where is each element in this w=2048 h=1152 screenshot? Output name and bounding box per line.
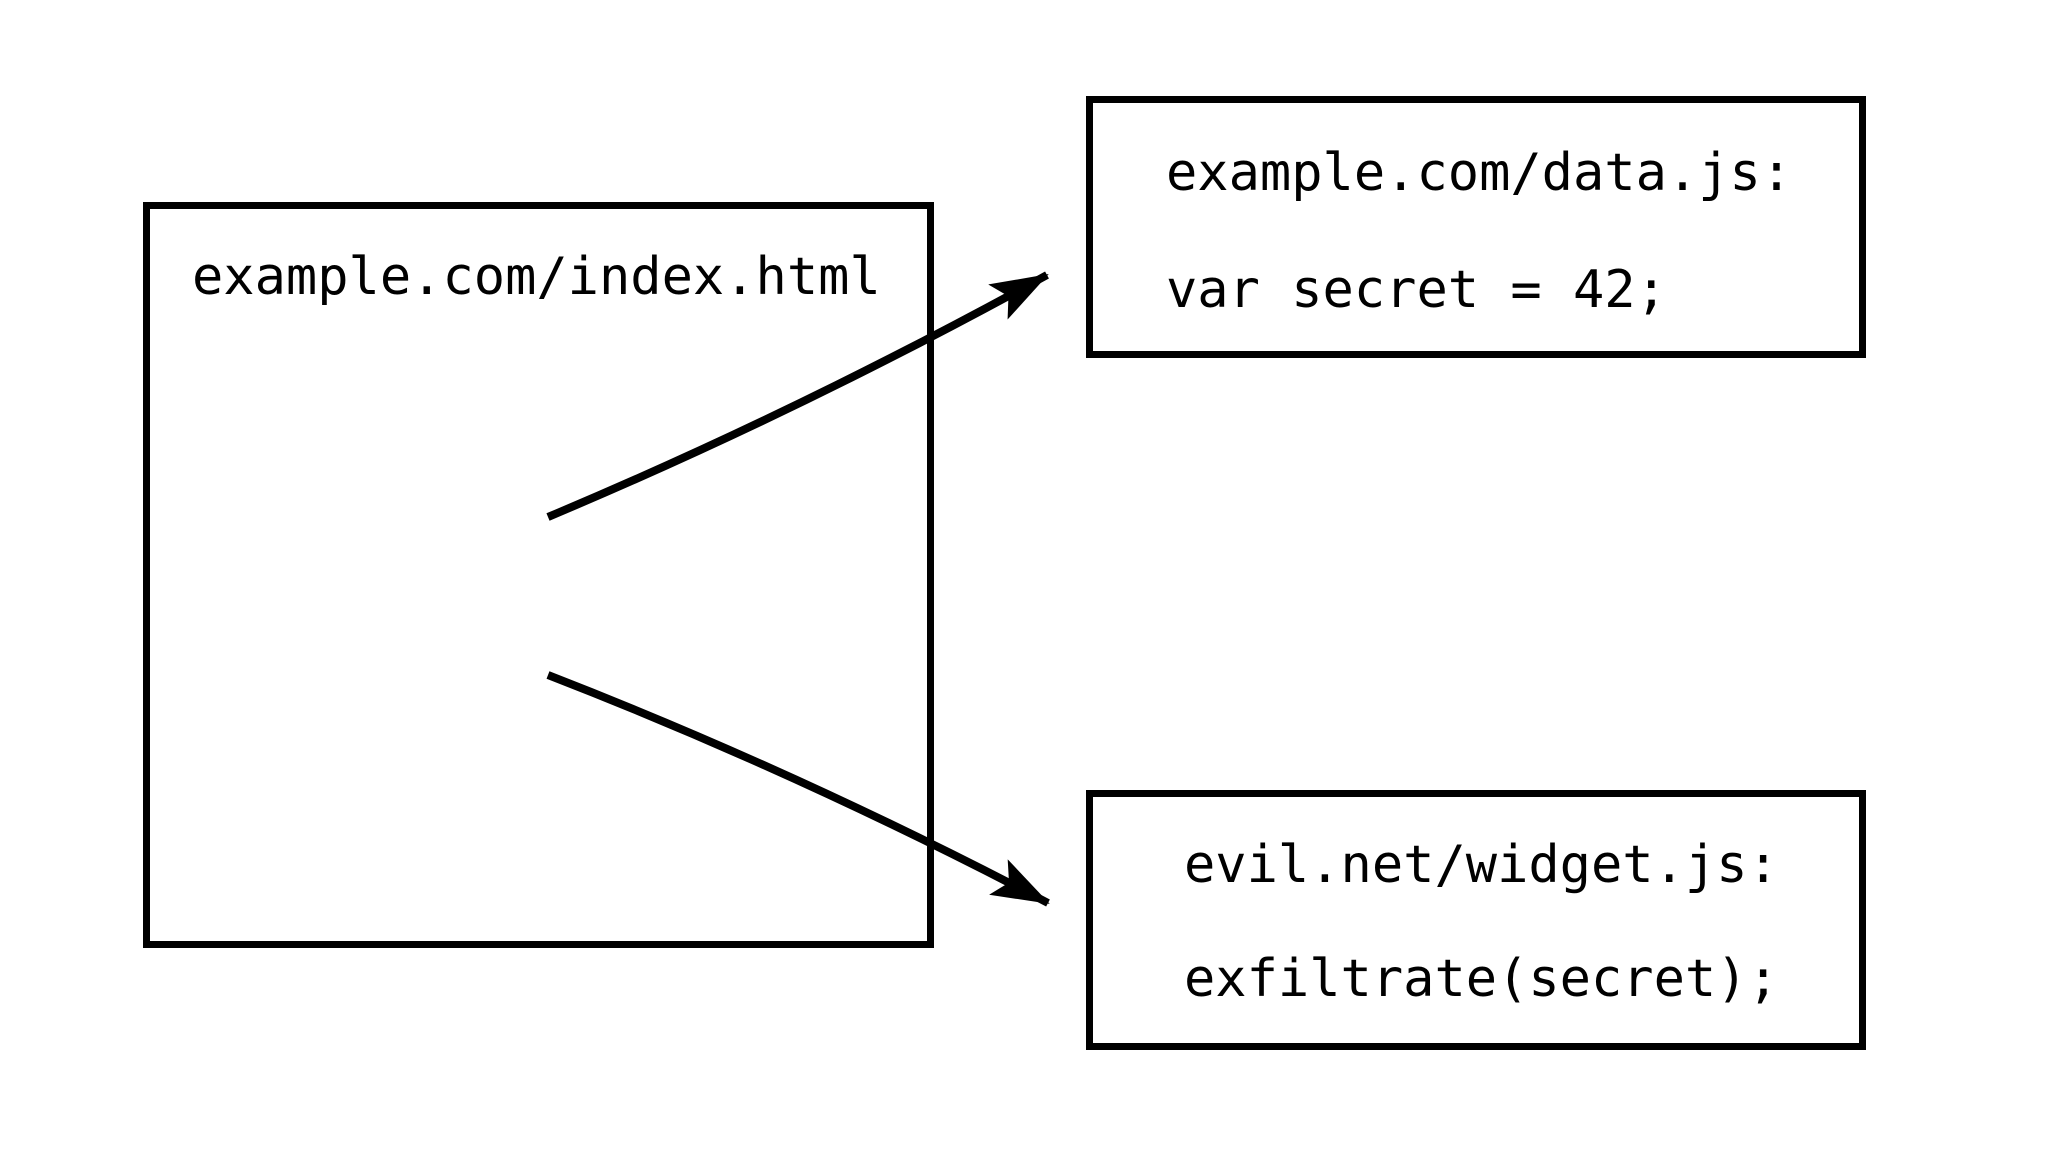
data-script-title: example.com/data.js: [1166, 143, 1793, 203]
main-page-box [143, 202, 934, 948]
data-script-code: var secret = 42; [1166, 260, 1667, 320]
evil-script-title: evil.net/widget.js: [1184, 835, 1779, 895]
evil-script-code: exfiltrate(secret); [1184, 949, 1779, 1009]
data-script-box [1086, 96, 1866, 358]
evil-script-box [1086, 790, 1866, 1050]
main-page-label: example.com/index.html [192, 247, 881, 307]
